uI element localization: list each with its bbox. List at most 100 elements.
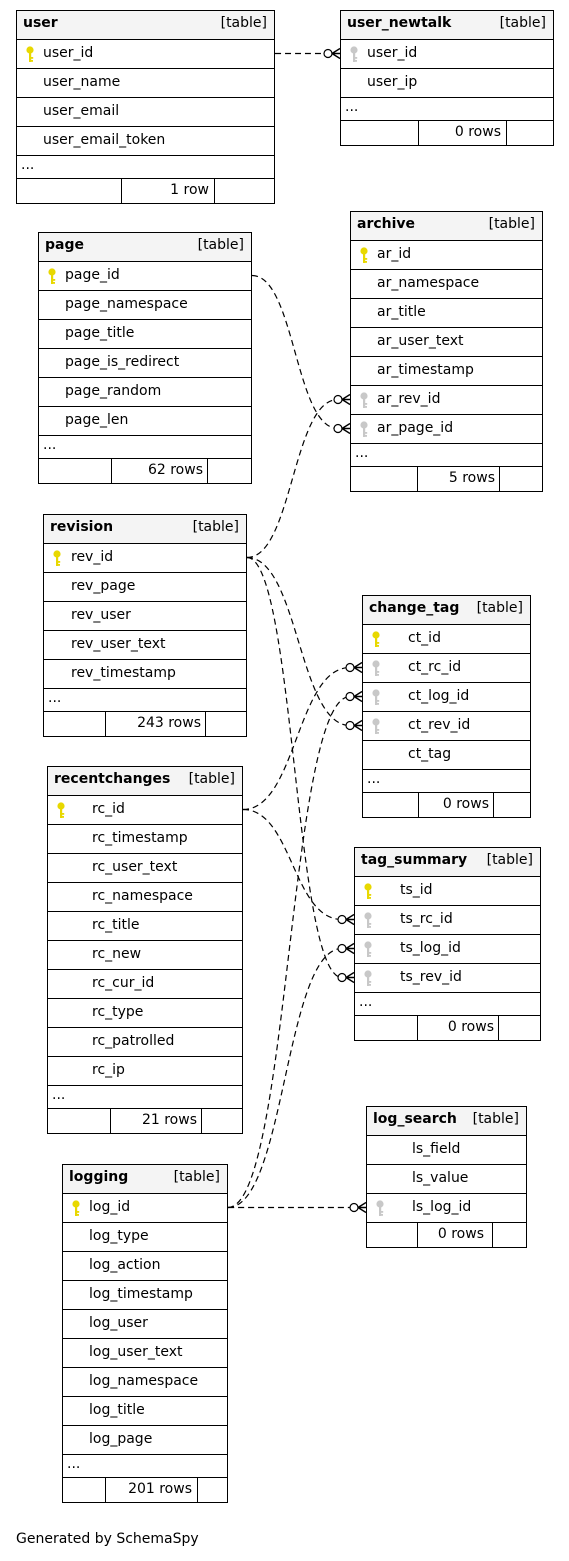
table-kind-label: [table] [188,771,235,787]
foreign-key-icon [372,718,380,734]
column-row: rev_user [44,602,246,631]
table-header: logging[table] [63,1165,227,1194]
table-name: logging [69,1169,129,1185]
column-name: ar_title [377,304,426,320]
footer-divider [498,1016,499,1040]
column-name: ts_id [400,882,433,898]
table-footer: 243 rows [44,712,246,736]
column-row: log_title [63,1397,227,1426]
column-row: rc_user_text [48,854,242,883]
foreign-key-icon [364,970,372,986]
table-header: change_tag[table] [363,596,530,625]
relationship-edge [246,393,351,559]
row-count: 0 rows [437,1226,484,1242]
relationship-edge [227,690,363,1209]
column-name: ts_rev_id [400,969,462,985]
table-footer: 0 rows [341,121,553,145]
ellipsis-text: ... [67,1456,81,1472]
more-columns-indicator: ... [17,156,274,179]
primary-key-icon [48,268,56,284]
optional-marker [345,691,355,702]
column-row: user_id [17,40,274,69]
many-crowfoot-marker [353,690,363,703]
column-row: rev_page [44,573,246,602]
column-row: user_email [17,98,274,127]
foreign-key-icon [350,46,358,62]
footer-divider [205,712,206,736]
relationship-line [227,947,343,1209]
table-header: revision[table] [44,515,246,544]
column-name: ct_id [408,630,441,646]
column-row: log_namespace [63,1368,227,1397]
table-footer: 62 rows [39,459,251,483]
footer-divider [417,1223,418,1247]
column-row: log_user_text [63,1339,227,1368]
column-row: ar_timestamp [351,357,542,386]
column-name: log_id [89,1199,131,1215]
column-name: ls_value [412,1170,469,1186]
optional-marker [333,423,343,434]
column-row: ct_rev_id [363,712,530,741]
column-name: ar_id [377,246,412,262]
table-kind-label: [table] [488,216,535,232]
table-kind-label: [table] [192,519,239,535]
column-name: user_email [43,103,120,119]
column-name: log_timestamp [89,1286,193,1302]
relationship-edge [242,661,363,811]
foreign-key-icon [360,421,368,437]
column-row: user_email_token [17,127,274,156]
column-name: page_namespace [65,296,188,312]
ellipsis-text: ... [52,1087,66,1103]
relationship-edge [227,942,355,1209]
table-header: log_search [table] [367,1107,526,1136]
column-name: ct_rev_id [408,717,471,733]
table-name: log_search [373,1111,457,1127]
more-columns-indicator: ... [355,993,540,1016]
table-kind-label: [table] [472,1111,519,1127]
footer-divider [201,1109,202,1133]
column-row: log_timestamp [63,1281,227,1310]
column-row: ts_rc_id [355,906,540,935]
many-crowfoot-marker [341,393,351,406]
many-crowfoot-marker [353,661,363,674]
relationship-line [242,666,351,811]
ellipsis-text: ... [48,690,62,706]
column-row: ls_field [367,1136,526,1165]
column-name: ar_timestamp [377,362,474,378]
column-row: ar_page_id [351,415,542,444]
table-header: user[table] [17,11,274,40]
ellipsis-text: ... [355,445,369,461]
column-name: user_email_token [43,132,166,148]
relationship-line [246,556,351,727]
column-row: rev_id [44,544,246,573]
table-header: tag_summary[table] [355,848,540,877]
optional-marker [333,394,343,405]
footer-divider [105,712,106,736]
table-footer: 1 row [17,179,274,203]
primary-key-icon [372,631,380,647]
relationship-edge [275,47,341,60]
column-row: log_id [63,1194,227,1223]
column-name: user_id [367,45,418,61]
column-name: user_name [43,74,121,90]
table-kind-label: [table] [499,15,546,31]
ellipsis-text: ... [345,99,359,115]
table-footer: 21 rows [48,1109,242,1133]
more-columns-indicator: ... [351,444,542,467]
more-columns-indicator: ... [63,1455,227,1478]
ellipsis-text: ... [21,157,35,173]
relationship-edge [246,556,355,984]
column-name: rc_type [92,1004,144,1020]
column-row: rc_title [48,912,242,941]
column-row: rc_id [48,796,242,825]
more-columns-indicator: ... [341,98,553,121]
column-row: ct_tag [363,741,530,770]
column-name: rc_timestamp [92,830,188,846]
